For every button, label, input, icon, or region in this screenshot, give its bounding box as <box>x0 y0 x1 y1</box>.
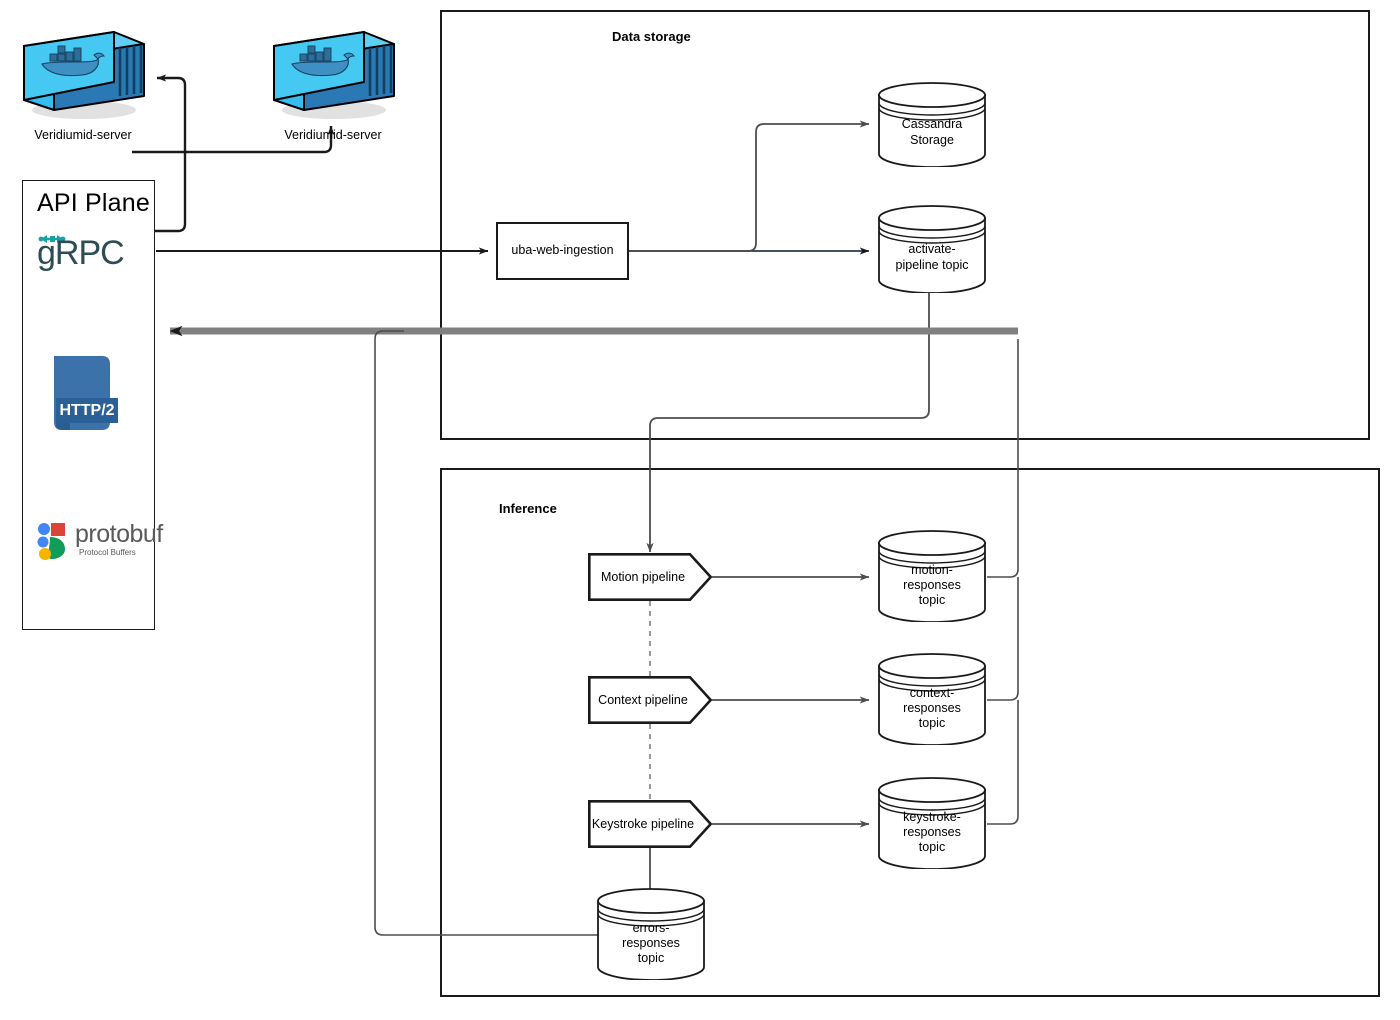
datastore-motion-responses-topic-line3: topic <box>918 593 946 607</box>
datastore-cassandra-storage[interactable]: Cassandra Storage <box>877 82 987 168</box>
datastore-errors-responses-topic[interactable]: errors- responses topic <box>596 888 706 981</box>
edge-apiplane-to-veridiumid-server-1 <box>155 74 187 233</box>
datastore-keystroke-responses-topic-line1: keystroke- <box>903 810 961 824</box>
cylinder-shape-icon <box>597 888 705 981</box>
pipeline-context-pipeline[interactable]: Context pipeline <box>588 676 712 724</box>
docker-container-icon <box>23 31 145 119</box>
http2-badge-label: HTTP/2 <box>56 398 118 423</box>
service-uba-web-ingestion[interactable]: uba-web-ingestion <box>496 222 629 280</box>
datastore-keystroke-responses-topic-line2: responses <box>903 825 961 839</box>
http2-logo: HTTP/2 <box>46 352 124 436</box>
grpc-mark-icon <box>38 235 66 243</box>
pipeline-keystroke-pipeline-label: Keystroke pipeline <box>591 817 695 831</box>
datastore-context-responses-topic-line2: responses <box>903 701 961 715</box>
datastore-context-responses-topic-line3: topic <box>918 716 946 730</box>
pipeline-shape-icon <box>588 676 712 724</box>
pipeline-motion-pipeline-label: Motion pipeline <box>600 570 686 584</box>
group-label-inference: Inference <box>499 501 557 516</box>
docker-container-icon <box>273 31 395 119</box>
datastore-errors-responses-topic-line3: topic <box>637 951 665 965</box>
datastore-motion-responses-topic-line1: motion- <box>911 563 953 577</box>
datastore-activate-pipeline-topic-line2: pipeline topic <box>895 258 969 272</box>
cylinder-shape-icon <box>878 530 986 623</box>
pipeline-shape-icon <box>588 800 712 848</box>
protobuf-logo: protobuf Protocol Buffers <box>36 518 163 564</box>
cylinder-shape-icon <box>878 653 986 746</box>
http2-shield-icon <box>54 356 110 430</box>
veridiumid-server-1[interactable]: Veridiumid-server <box>18 18 148 143</box>
api-plane-title: API Plane <box>37 189 150 217</box>
datastore-errors-responses-topic-line1: errors- <box>632 921 670 935</box>
protobuf-wordmark: protobuf <box>75 520 163 548</box>
datastore-cassandra-storage-line1: Cassandra <box>901 117 963 131</box>
datastore-activate-pipeline-topic[interactable]: activate- pipeline topic <box>877 205 987 294</box>
pipeline-motion-pipeline[interactable]: Motion pipeline <box>588 553 712 601</box>
veridiumid-server-1-caption: Veridiumid-server <box>34 128 132 142</box>
datastore-context-responses-topic-line1: context- <box>909 686 955 700</box>
datastore-errors-responses-topic-line2: responses <box>622 936 680 950</box>
cylinder-shape-icon <box>878 777 986 870</box>
protobuf-mark-icon <box>37 523 65 560</box>
protobuf-subtitle: Protocol Buffers <box>79 548 136 557</box>
datastore-motion-responses-topic-line2: responses <box>903 578 961 592</box>
group-label-data-storage: Data storage <box>612 29 691 44</box>
grpc-wordmark: gRPC <box>37 234 125 272</box>
pipeline-keystroke-pipeline[interactable]: Keystroke pipeline <box>588 800 712 848</box>
pipeline-context-pipeline-label: Context pipeline <box>598 693 688 707</box>
veridiumid-server-2-caption: Veridiumid-server <box>284 128 382 142</box>
datastore-activate-pipeline-topic-line1: activate- <box>908 242 956 256</box>
service-uba-web-ingestion-label: uba-web-ingestion <box>511 243 614 258</box>
datastore-cassandra-storage-line2: Storage <box>910 133 954 147</box>
grpc-logo: gRPC <box>36 228 131 280</box>
veridiumid-server-2[interactable]: Veridiumid-server <box>268 18 398 143</box>
cylinder-shape-icon <box>878 205 986 294</box>
datastore-keystroke-responses-topic-line3: topic <box>918 840 946 854</box>
datastore-motion-responses-topic[interactable]: motion- responses topic <box>877 530 987 623</box>
pipeline-shape-icon <box>588 553 712 601</box>
datastore-keystroke-responses-topic[interactable]: keystroke- responses topic <box>877 777 987 870</box>
datastore-context-responses-topic[interactable]: context- responses topic <box>877 653 987 746</box>
cylinder-shape-icon <box>878 82 986 168</box>
